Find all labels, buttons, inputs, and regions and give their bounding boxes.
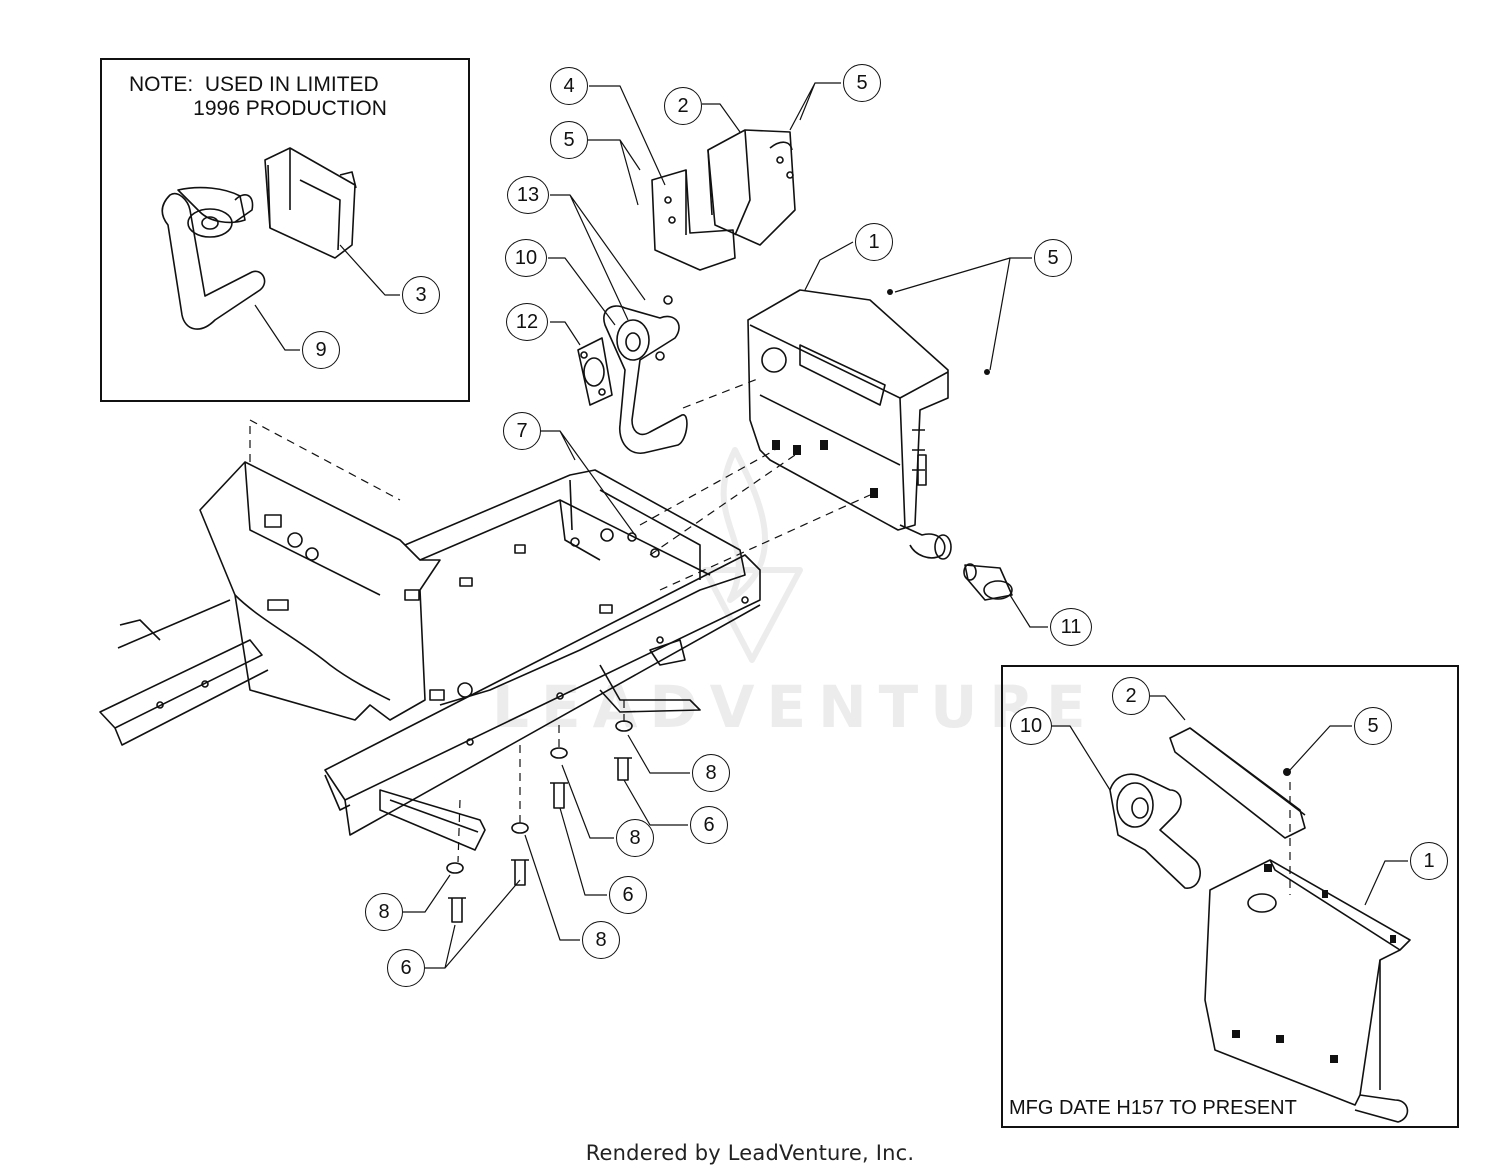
assembly-lines (249, 377, 871, 863)
exhaust-pipe-10 (603, 295, 688, 454)
callout-8[interactable]: 8 (692, 754, 730, 792)
callout-9[interactable]: 9 (302, 331, 340, 369)
callout-10[interactable]: 10 (505, 239, 547, 277)
callout-2[interactable]: 2 (1112, 677, 1150, 715)
muffler-1 (747, 289, 952, 560)
inset-fasteners (1232, 768, 1396, 1063)
callout-7[interactable]: 7 (503, 412, 541, 450)
muffler-fasteners (772, 289, 990, 498)
inset-pipe-10 (1109, 773, 1201, 889)
callout-10[interactable]: 10 (1010, 707, 1052, 745)
heat-shield-2 (707, 129, 796, 246)
hardware (446, 532, 660, 923)
tailpipe-adapter-11 (963, 563, 1013, 601)
footer-credit: Rendered by LeadVenture, Inc. (585, 1141, 915, 1165)
note-mfg-date: MFG DATE H157 TO PRESENT (1009, 1097, 1297, 1119)
inset-pipe-9 (161, 186, 266, 330)
note-box-1996 (100, 58, 470, 402)
callout-1[interactable]: 1 (855, 223, 893, 261)
callout-13[interactable]: 13 (507, 176, 549, 214)
callout-11[interactable]: 11 (1050, 608, 1092, 646)
gasket-12 (577, 337, 613, 406)
note-box-current (1001, 665, 1459, 1128)
callout-5[interactable]: 5 (550, 121, 588, 159)
callout-6[interactable]: 6 (609, 876, 647, 914)
inset-heat-shield-2 (1169, 727, 1306, 839)
inset-heat-shield-3 (264, 147, 357, 259)
heat-shield-4 (651, 169, 736, 271)
callout-2[interactable]: 2 (664, 87, 702, 125)
callout-6[interactable]: 6 (690, 806, 728, 844)
callout-5[interactable]: 5 (1354, 707, 1392, 745)
callout-3[interactable]: 3 (402, 276, 440, 314)
callout-6[interactable]: 6 (387, 949, 425, 987)
frame-assembly (99, 461, 761, 851)
callout-5[interactable]: 5 (843, 64, 881, 102)
leader-lines (254, 82, 1408, 969)
watermark-text: LEADVENTURE (492, 673, 1098, 741)
callout-8[interactable]: 8 (365, 893, 403, 931)
callout-4[interactable]: 4 (550, 67, 588, 105)
note-limited-1996: NOTE: USED IN LIMITED 1996 PRODUCTION (129, 73, 387, 120)
callout-8[interactable]: 8 (616, 819, 654, 857)
callout-5[interactable]: 5 (1034, 239, 1072, 277)
callout-1[interactable]: 1 (1410, 842, 1448, 880)
inset-muffler-1 (1204, 859, 1411, 1123)
callout-8[interactable]: 8 (582, 921, 620, 959)
callout-12[interactable]: 12 (506, 303, 548, 341)
